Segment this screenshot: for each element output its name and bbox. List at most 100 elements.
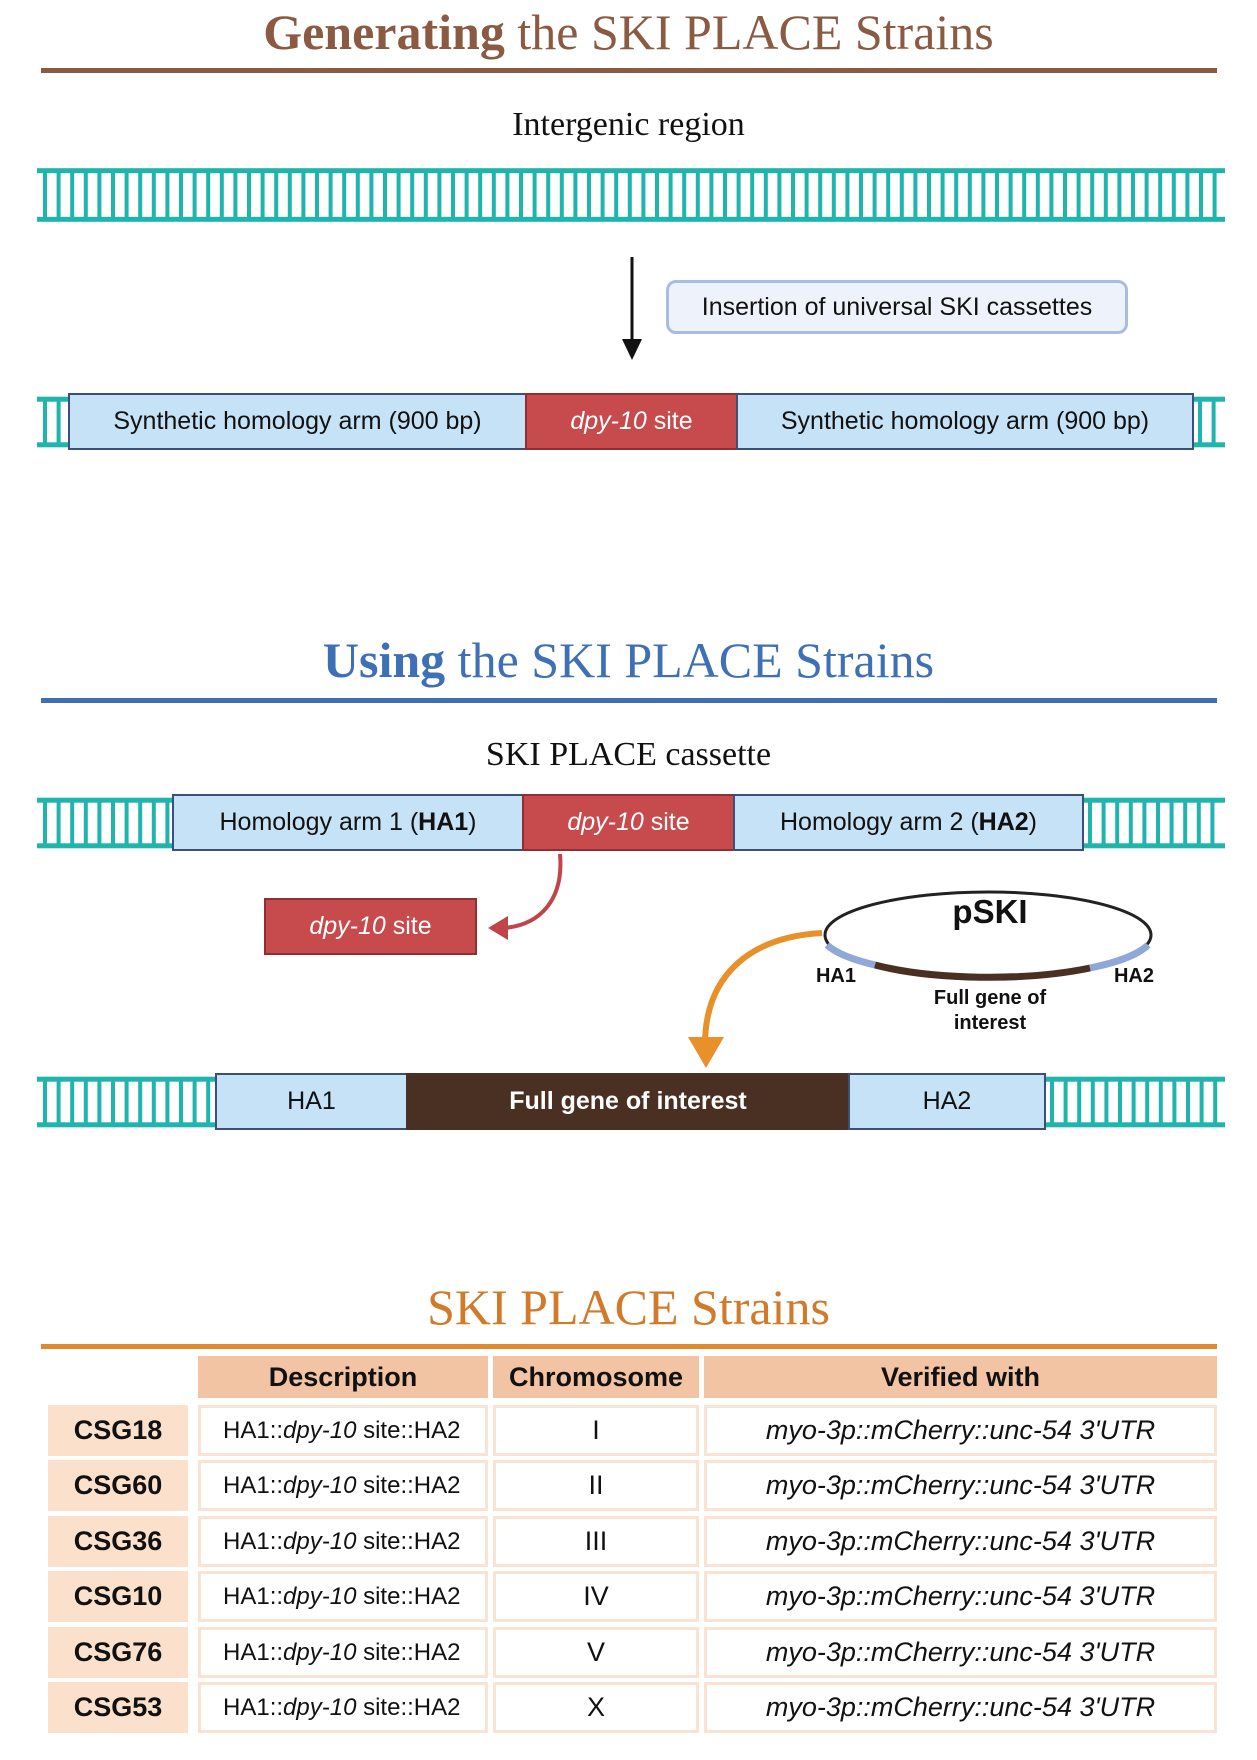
- dna-strand: [37, 797, 175, 803]
- dna-rung: [70, 800, 75, 846]
- dna-rung: [287, 170, 292, 220]
- desc-prefix: HA1::: [223, 1638, 284, 1666]
- dna-rung: [505, 170, 510, 220]
- dna-rung: [369, 170, 374, 220]
- section1-title-rest: the SKI PLACE Strains: [504, 4, 994, 60]
- dna-left-stub-3: [37, 1076, 217, 1128]
- dna-rung: [913, 170, 918, 220]
- dna-rung: [165, 1079, 170, 1125]
- dna-rung: [614, 170, 619, 220]
- synthetic-arm-left: Synthetic homology arm (900 bp): [68, 393, 527, 450]
- dna-rung: [641, 170, 646, 220]
- strain-id: CSG10: [48, 1571, 188, 1622]
- section2-rule: [41, 698, 1217, 703]
- dna-right-stub-1: [1192, 396, 1225, 448]
- dna-rung: [1212, 170, 1217, 220]
- synthetic-arm-right: Synthetic homology arm (900 bp): [736, 393, 1194, 450]
- strain-verified-with: myo-3p::mCherry::unc-54 3'UTR: [704, 1405, 1217, 1456]
- dna-rung: [1213, 1079, 1218, 1125]
- desc-gene-italic: dpy-10: [283, 1527, 357, 1555]
- ha2-suffix: ): [1028, 808, 1037, 836]
- dna-rung: [1142, 800, 1147, 846]
- dna-rung: [1090, 1079, 1095, 1125]
- dna-rung: [695, 170, 700, 220]
- excised-dpy10-label: dpy-10 site: [309, 912, 431, 941]
- dna-rung: [1117, 170, 1122, 220]
- dna-rung: [627, 170, 632, 220]
- dna-rung: [1169, 800, 1174, 846]
- dna-rung: [111, 1079, 115, 1125]
- desc-prefix: HA1::: [223, 1471, 284, 1499]
- dpy10-italic-1: dpy-10: [570, 407, 647, 435]
- strain-description: HA1::dpy-10 site::HA2: [198, 1405, 488, 1456]
- dna-rung: [954, 170, 959, 220]
- dna-rung: [151, 1079, 156, 1125]
- dna-rung: [1171, 170, 1176, 220]
- dna-rung: [1196, 800, 1201, 846]
- dna-rung: [1211, 399, 1216, 445]
- dna-rung: [124, 170, 129, 220]
- plasmid-gene-line1: Full gene of: [933, 987, 1047, 1009]
- ha1-prefix: Homology arm 1 (: [219, 808, 419, 836]
- desc-prefix: HA1::: [223, 1527, 284, 1555]
- strain-verified-with: myo-3p::mCherry::unc-54 3'UTR: [704, 1460, 1217, 1511]
- dpy10-rest-1: site: [646, 407, 693, 435]
- dna-strand: [1044, 1076, 1225, 1082]
- dna-rung: [655, 170, 659, 220]
- dna-rung: [1118, 1079, 1122, 1125]
- strain-description: HA1::dpy-10 site::HA2: [198, 1571, 488, 1622]
- section1-title-bold: Generating: [263, 4, 505, 60]
- section1-title: Generating the SKI PLACE Strains: [0, 2, 1257, 62]
- dna-rung: [97, 1079, 102, 1125]
- dna-rung: [43, 800, 47, 846]
- desc-suffix: site::HA2: [356, 1471, 461, 1499]
- section3-title: SKI PLACE Strains: [427, 1279, 830, 1335]
- strain-chromosome: I: [493, 1405, 699, 1456]
- dna-rung: [1077, 1079, 1082, 1125]
- final-gene-of-interest: Full gene of interest: [406, 1073, 850, 1130]
- dna-rung: [464, 170, 469, 220]
- dna-rung: [1076, 170, 1081, 220]
- dna-rung: [791, 170, 795, 220]
- desc-suffix: site::HA2: [356, 1638, 461, 1666]
- strain-id: CSG18: [48, 1405, 188, 1456]
- dna-rung: [1156, 800, 1160, 846]
- dna-rung: [437, 170, 442, 220]
- dna-rung: [260, 170, 265, 220]
- dna-rung: [1090, 170, 1095, 220]
- final-ha1-label: HA1: [287, 1087, 336, 1115]
- dna-rung: [43, 170, 47, 220]
- dna-rung: [1115, 800, 1120, 846]
- dna-rung: [56, 399, 61, 445]
- dna-rung: [1049, 170, 1054, 220]
- insertion-label: Insertion of universal SKI cassettes: [701, 292, 1093, 321]
- dna-rung: [165, 170, 170, 220]
- dna-strand: [37, 216, 1225, 222]
- dpy10-italic-2: dpy-10: [567, 808, 644, 836]
- dna-rung: [1104, 1079, 1109, 1125]
- strain-id: CSG53: [48, 1682, 188, 1733]
- dpy10-site-label-2: dpy-10 site: [567, 808, 689, 837]
- dna-rung: [967, 170, 972, 220]
- dna-rung: [355, 170, 360, 220]
- dpy10-rest-2: site: [643, 808, 690, 836]
- dna-rung: [97, 170, 102, 220]
- excision-arrow: [488, 853, 563, 940]
- final-ha2-label: HA2: [922, 1087, 972, 1115]
- strain-id: CSG76: [48, 1627, 188, 1678]
- dpy10-site-box-1: dpy-10 site: [525, 393, 738, 450]
- dna-rung: [1103, 170, 1108, 220]
- final-gene-label: Full gene of interest: [509, 1087, 747, 1115]
- plasmid-gene-label: Full gene of interest: [900, 986, 1080, 1036]
- ha1-bold: HA1: [418, 808, 469, 836]
- dna-rung: [723, 170, 727, 220]
- section1-rule: [41, 68, 1217, 73]
- desc-gene-italic: dpy-10: [283, 1693, 357, 1721]
- dna-rung: [138, 1079, 143, 1125]
- strain-description: HA1::dpy-10 site::HA2: [198, 1516, 488, 1567]
- dna-rung: [233, 170, 238, 220]
- dna-strand: [37, 843, 175, 849]
- dna-rung: [478, 170, 483, 220]
- strain-chromosome: V: [493, 1627, 699, 1678]
- homology-arm-2: Homology arm 2 (HA2): [733, 794, 1084, 851]
